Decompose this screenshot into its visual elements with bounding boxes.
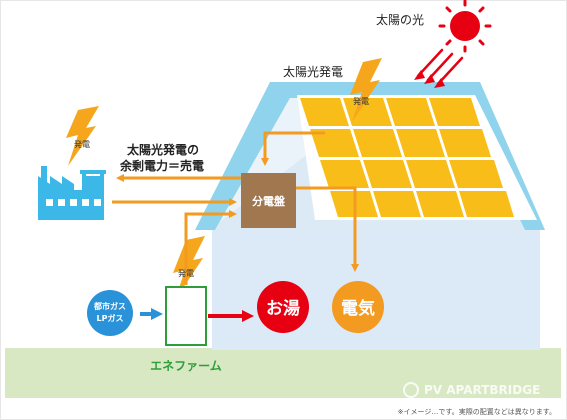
generation-label-plant: 発電	[74, 140, 90, 149]
generation-label-enefarm: 発電	[178, 269, 194, 278]
footnote: ※イメージ…です。実際の配置などは異なります。	[398, 407, 556, 416]
distribution-board-label: 分電盤	[252, 194, 286, 208]
enefarm-to-board-arrow	[184, 210, 237, 285]
surplus-label-line2: 余剰電力＝売電	[119, 158, 204, 173]
bolt-icon-enefarm	[173, 236, 205, 300]
bolt-icon-panel	[350, 58, 382, 122]
electricity-circle	[332, 281, 384, 333]
hot-water-circle	[257, 281, 309, 333]
gas-label-line1: 都市ガス	[93, 301, 126, 311]
solar-generation-label: 太陽光発電	[283, 64, 343, 79]
sun-icon	[438, 0, 492, 53]
sunlight-rays	[414, 48, 464, 88]
sunlight-label: 太陽の光	[376, 12, 424, 27]
watermark-text: PV APARTBRIDGE	[424, 383, 540, 397]
gas-label-line2: LPガス	[97, 313, 124, 323]
gas-circle	[87, 290, 133, 336]
surplus-label-line1: 太陽光発電の	[127, 142, 199, 157]
panel-to-board-arrow	[261, 131, 325, 166]
enefarm-label: エネファーム	[150, 359, 222, 373]
power-plant-icon	[38, 166, 106, 220]
board-to-electricity-arrow	[296, 186, 359, 272]
generation-label-panel: 発電	[353, 97, 369, 106]
watermark: PV APARTBRIDGE	[403, 382, 540, 398]
electricity-label: 電気	[341, 298, 375, 319]
bolt-icon-plant	[66, 106, 99, 166]
distribution-board	[241, 173, 296, 228]
enefarm-unit	[165, 286, 207, 346]
solar-panels	[297, 95, 537, 220]
ground	[5, 348, 561, 398]
hot-water-label: お湯	[266, 299, 300, 319]
